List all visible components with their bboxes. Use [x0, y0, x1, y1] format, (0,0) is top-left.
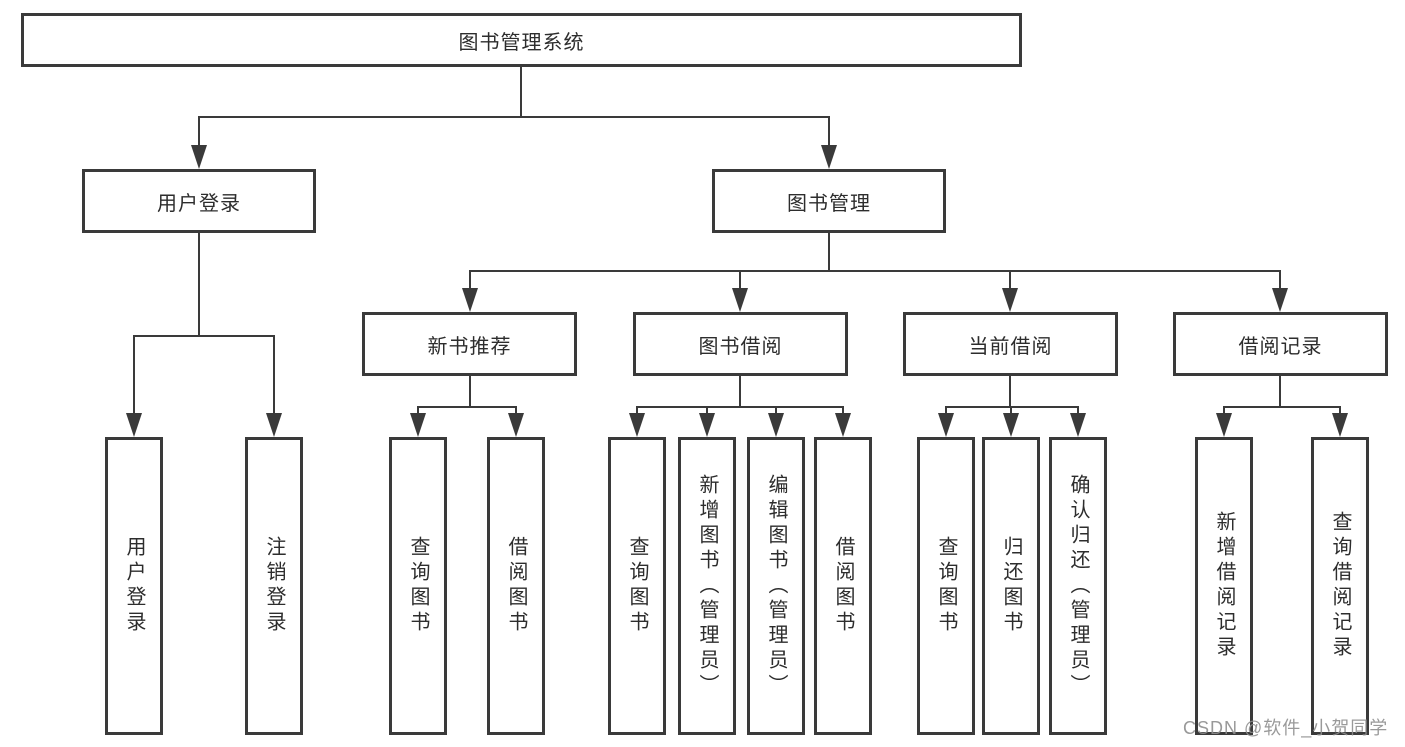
connector-stub: [775, 406, 777, 415]
connector-borrowing-records-stem: [1279, 376, 1281, 407]
connector-root-stem: [520, 67, 522, 118]
connector-stub: [1339, 406, 1341, 415]
connector-stub-book-management: [828, 116, 830, 147]
node-current-borrowing: 当前借阅: [903, 312, 1118, 376]
connector-level2-rail: [198, 116, 830, 118]
connector-stub-leaf-user-login: [133, 335, 135, 415]
leaf-query-books-borrowing: 查询图书: [608, 437, 666, 735]
leaf-edit-book-admin: 编辑图书（管理员）: [747, 437, 805, 735]
leaf-logout: 注销登录: [245, 437, 303, 735]
connector-rail: [945, 406, 1079, 408]
node-library-management-system: 图书管理系统: [21, 13, 1022, 67]
connector-new-book-stem: [469, 376, 471, 407]
arrow-down-icon: [768, 413, 784, 437]
leaf-borrow-books-borrowing: 借阅图书: [814, 437, 872, 735]
connector-stub: [515, 406, 517, 415]
leaf-add-borrow-record: 新增借阅记录: [1195, 437, 1253, 735]
connector-stub-leaf-logout: [273, 335, 275, 415]
arrow-down-icon: [1216, 413, 1232, 437]
connector-user-login-rail: [133, 335, 275, 337]
arrow-down-icon: [1003, 413, 1019, 437]
arrow-down-icon: [126, 413, 142, 437]
arrow-down-icon: [508, 413, 524, 437]
connector-rail: [417, 406, 517, 408]
arrow-down-icon: [835, 413, 851, 437]
connector-stub: [842, 406, 844, 415]
leaf-add-book-admin: 新增图书（管理员）: [678, 437, 736, 735]
node-book-borrowing: 图书借阅: [633, 312, 848, 376]
connector-level3-rail: [469, 270, 1281, 272]
arrow-down-icon: [1070, 413, 1086, 437]
arrow-down-icon: [938, 413, 954, 437]
connector-stub: [636, 406, 638, 415]
arrow-down-icon: [462, 288, 478, 312]
leaf-user-login: 用户登录: [105, 437, 163, 735]
node-user-login: 用户登录: [82, 169, 316, 233]
leaf-query-books-current: 查询图书: [917, 437, 975, 735]
connector-stub-borrowing-records: [1279, 270, 1281, 290]
watermark: CSDN @软件_小贺同学: [1183, 718, 1389, 738]
connector-stub: [1077, 406, 1079, 415]
leaf-confirm-return-admin: 确认归还（管理员）: [1049, 437, 1107, 735]
connector-stub-book-borrowing: [739, 270, 741, 290]
connector-stub: [1010, 406, 1012, 415]
leaf-return-books: 归还图书: [982, 437, 1040, 735]
node-new-book-recommendation: 新书推荐: [362, 312, 577, 376]
connector-current-borrowing-stem: [1009, 376, 1011, 407]
connector-user-login-stem: [198, 233, 200, 337]
arrow-down-icon: [1002, 288, 1018, 312]
arrow-down-icon: [629, 413, 645, 437]
arrow-down-icon: [821, 145, 837, 169]
connector-book-management-stem: [828, 233, 830, 272]
arrow-down-icon: [1332, 413, 1348, 437]
connector-book-borrowing-stem: [739, 376, 741, 407]
connector-stub-new-book: [469, 270, 471, 290]
arrow-down-icon: [266, 413, 282, 437]
leaf-borrow-books-recommend: 借阅图书: [487, 437, 545, 735]
connector-stub: [706, 406, 708, 415]
connector-stub: [417, 406, 419, 415]
connector-stub-user-login: [198, 116, 200, 147]
arrow-down-icon: [410, 413, 426, 437]
connector-stub-current-borrowing: [1009, 270, 1011, 290]
node-book-management: 图书管理: [712, 169, 946, 233]
arrow-down-icon: [1272, 288, 1288, 312]
leaf-query-borrow-record: 查询借阅记录: [1311, 437, 1369, 735]
leaf-query-books-recommend: 查询图书: [389, 437, 447, 735]
arrow-down-icon: [699, 413, 715, 437]
arrow-down-icon: [191, 145, 207, 169]
connector-rail: [636, 406, 844, 408]
connector-rail: [1223, 406, 1341, 408]
connector-stub: [1223, 406, 1225, 415]
node-borrowing-records: 借阅记录: [1173, 312, 1388, 376]
arrow-down-icon: [732, 288, 748, 312]
connector-stub: [945, 406, 947, 415]
